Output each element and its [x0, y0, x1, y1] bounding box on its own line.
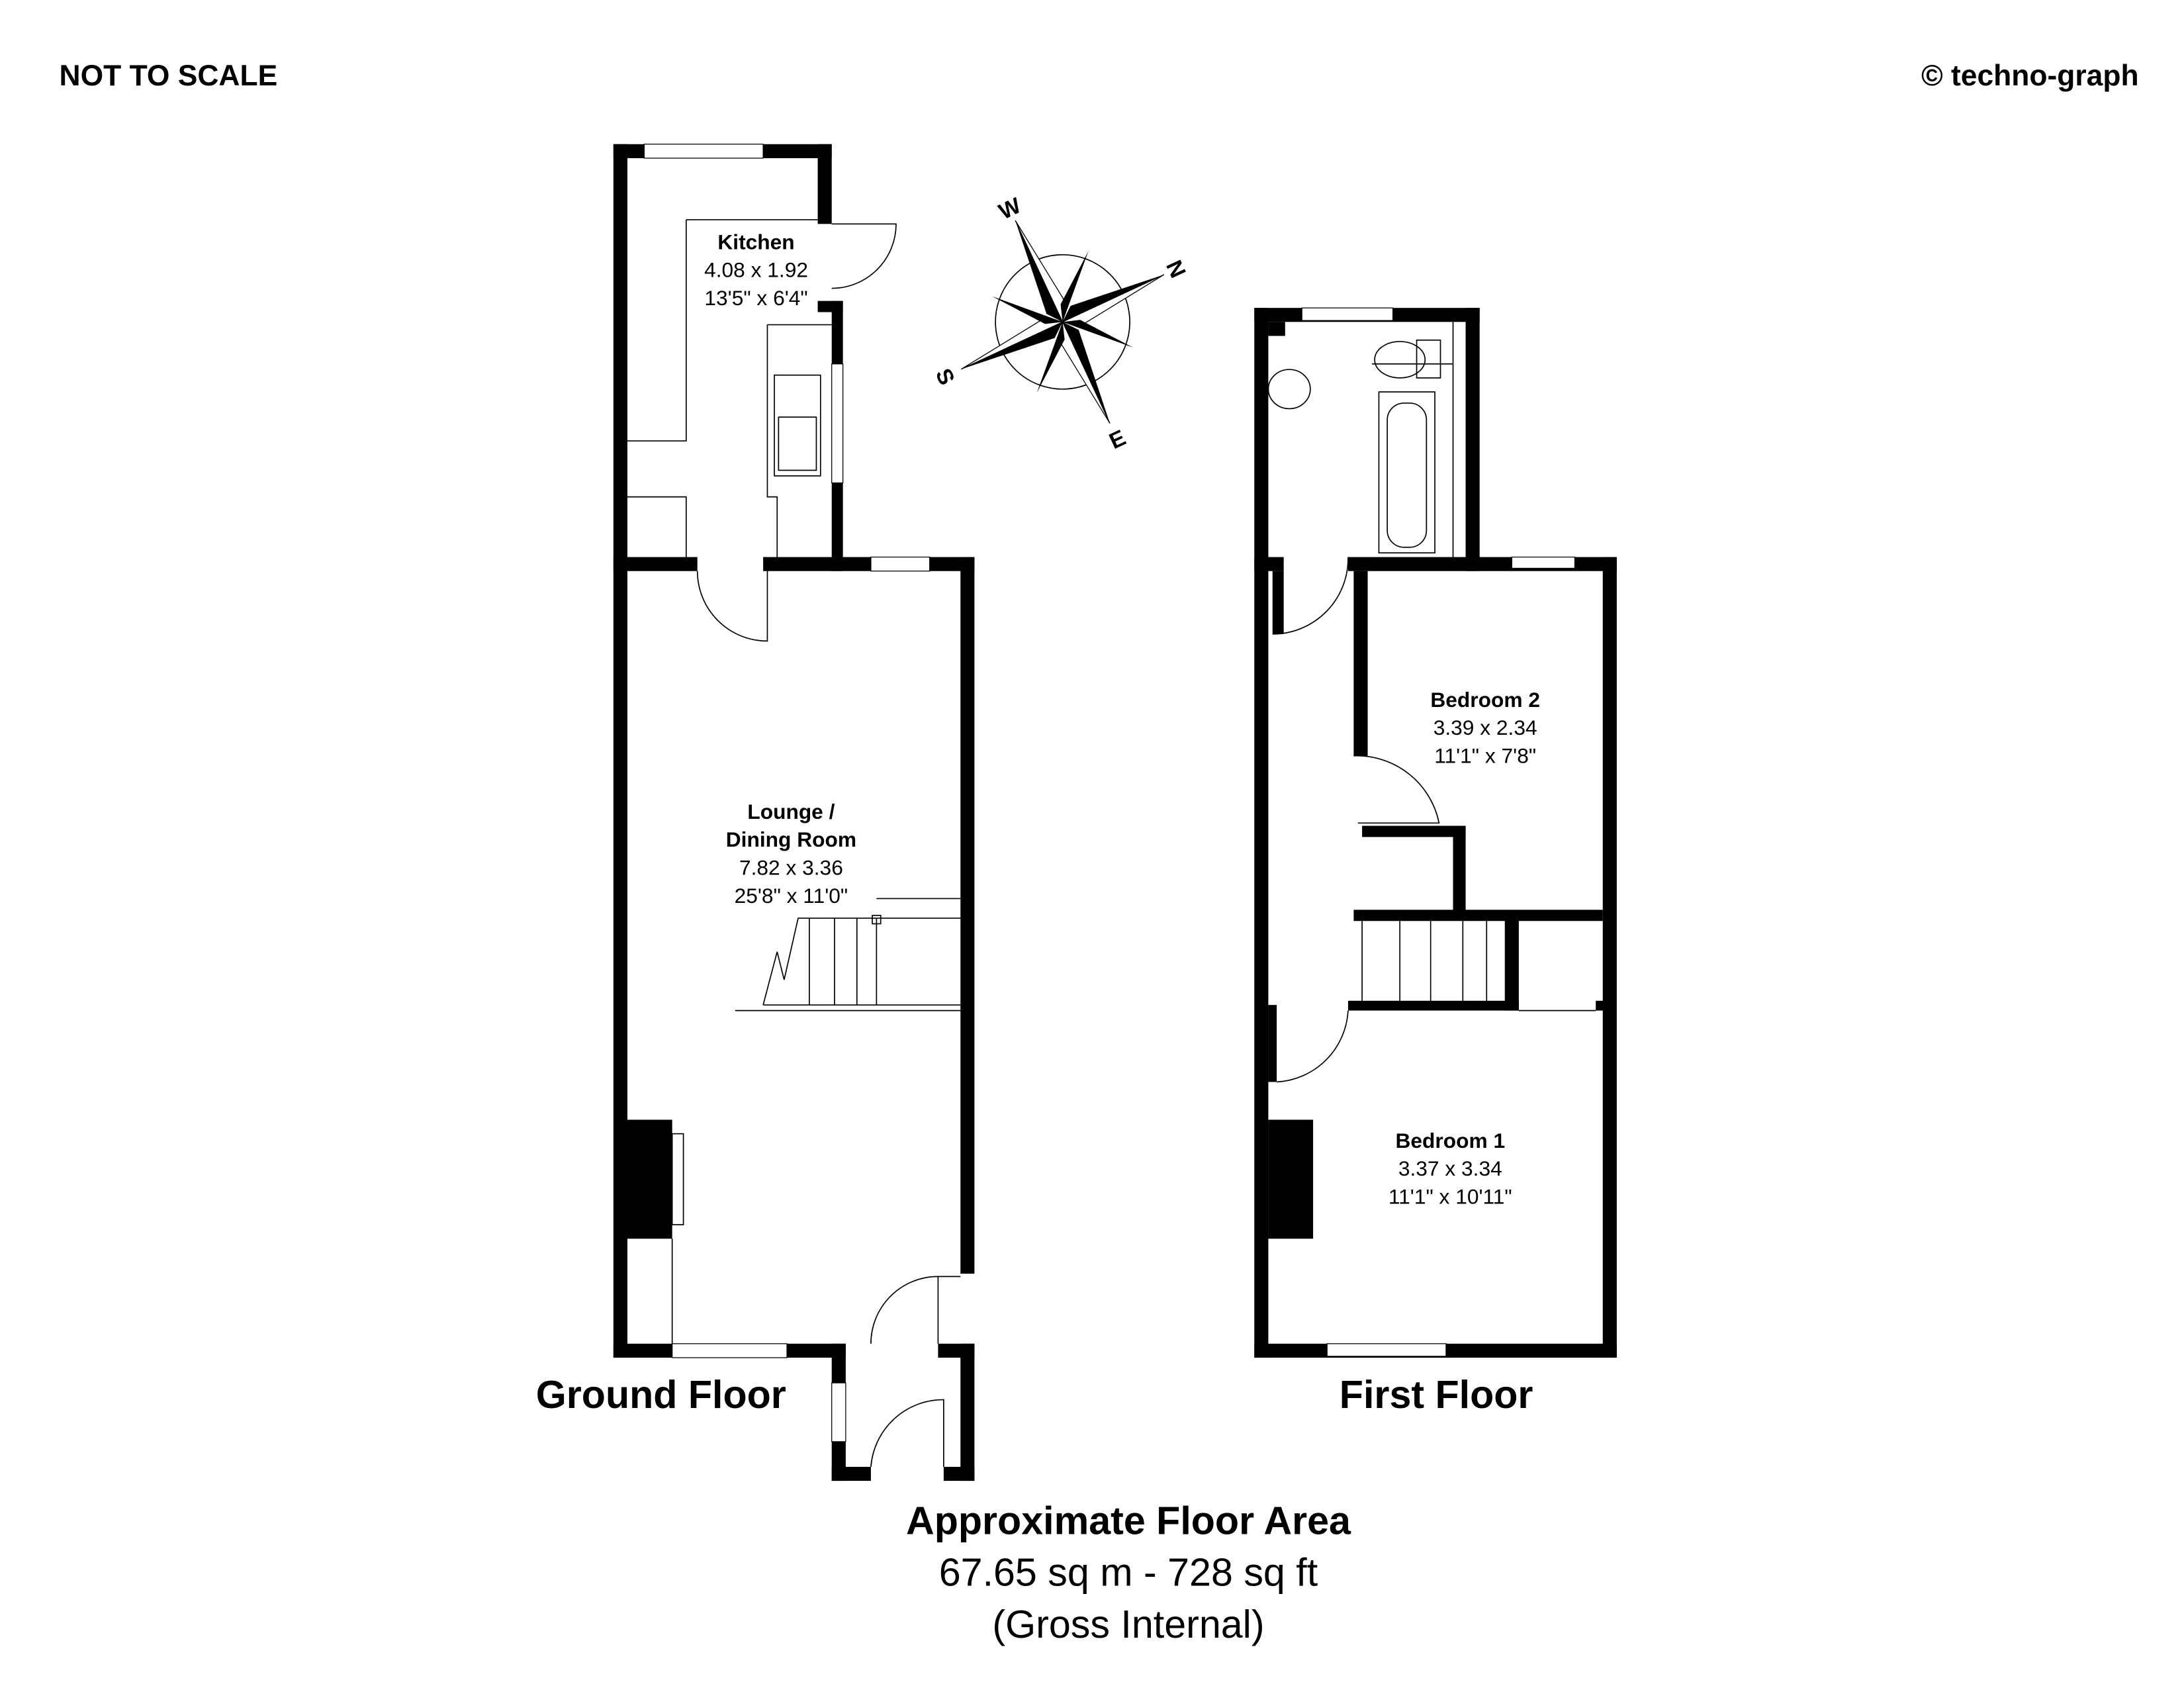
bedroom1-name: Bedroom 1	[1395, 1129, 1505, 1152]
lounge-name-2: Dining Room	[726, 827, 856, 851]
copyright-label: © techno-graph	[1921, 60, 2139, 92]
first-floor-plan: Bedroom 2 3.39 x 2.34 11'1" x 7'8" Bedro…	[1254, 307, 1617, 1417]
bedroom2-name: Bedroom 2	[1430, 688, 1540, 712]
kitchen-imperial: 13'5" x 6'4"	[704, 286, 807, 310]
area-note: (Gross Internal)	[992, 1602, 1264, 1646]
chimney-breast	[627, 1119, 672, 1239]
lounge-metric: 7.82 x 3.36	[739, 856, 843, 880]
bedroom2-imperial: 11'1" x 7'8"	[1434, 743, 1536, 767]
lounge-imperial: 25'8" x 11'0"	[735, 884, 848, 908]
bedroom1-imperial: 11'1" x 10'11"	[1388, 1184, 1512, 1208]
staircase	[1361, 921, 1488, 1001]
not-to-scale-label: NOT TO SCALE	[60, 60, 278, 92]
area-title: Approximate Floor Area	[906, 1498, 1351, 1542]
compass-e: E	[1105, 425, 1130, 454]
staircase	[735, 898, 961, 1011]
ground-floor-plan: Kitchen 4.08 x 1.92 13'5" x 6'4" Lounge …	[536, 144, 975, 1481]
kitchen-metric: 4.08 x 1.92	[704, 258, 808, 282]
bedroom2-metric: 3.39 x 2.34	[1433, 716, 1537, 739]
first-floor-title: First Floor	[1340, 1372, 1533, 1417]
chimney-breast	[1268, 1119, 1314, 1239]
area-value: 67.65 sq m - 728 sq ft	[939, 1550, 1318, 1595]
lounge-name-1: Lounge /	[747, 800, 835, 823]
compass-s: S	[931, 365, 960, 389]
kitchen-name: Kitchen	[717, 230, 794, 254]
compass-rose: N S W E	[931, 193, 1191, 454]
bedroom1-metric: 3.37 x 3.34	[1398, 1156, 1502, 1180]
ground-floor-title: Ground Floor	[536, 1372, 786, 1417]
compass-w: W	[995, 193, 1024, 224]
compass-n: N	[1161, 257, 1191, 282]
